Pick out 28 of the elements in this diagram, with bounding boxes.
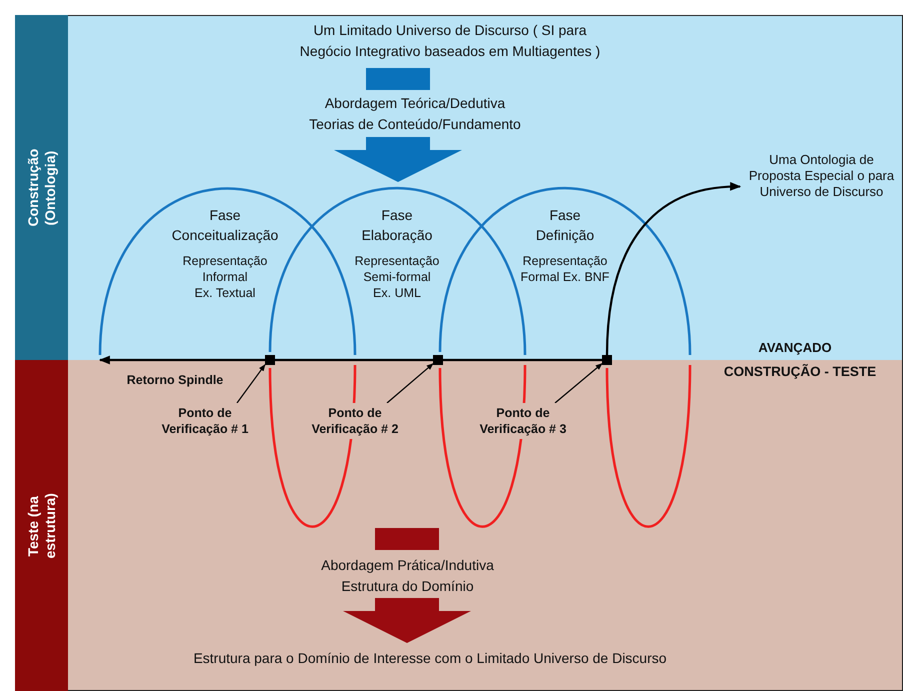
leader-line bbox=[554, 363, 603, 404]
phase-description: Representação Semi-formal Ex. UML bbox=[354, 253, 440, 301]
text-label: CONSTRUÇÃO - TESTE bbox=[722, 364, 878, 380]
checkpoint-marker bbox=[602, 355, 612, 365]
text-label: Estrutura para o Domínio de Interesse com o Limitado Universo de Discurso bbox=[192, 650, 668, 666]
arrow bbox=[606, 182, 742, 356]
text-label: Retorno Spindle bbox=[126, 372, 224, 388]
text-label: Um Limitado Universo de Discurso ( SI para Negócio Integrativo baseados em Multiagentes ) bbox=[298, 21, 602, 61]
checkpoint-marker bbox=[433, 355, 443, 365]
leader-line bbox=[236, 364, 266, 404]
band-title: Construção (Ontologia) bbox=[24, 148, 58, 228]
checkpoint-marker bbox=[265, 355, 275, 365]
phase-title: Fase Definição bbox=[536, 206, 594, 245]
arrow bbox=[98, 356, 265, 364]
section-band bbox=[15, 360, 68, 691]
connector-line bbox=[443, 358, 602, 362]
note-text: Uma Ontologia de Proposta Especial o para Universo de Discurso bbox=[740, 152, 903, 224]
text-label: Abordagem Teórica/Dedutiva Teorias de Conteúdo/Fundamento bbox=[308, 94, 522, 134]
band-title: Teste (na estrutura) bbox=[24, 492, 58, 560]
phase-description: Representação Formal Ex. BNF bbox=[520, 253, 610, 285]
connector-line bbox=[275, 358, 433, 362]
phase-description: Representação Informal Ex. Textual bbox=[182, 253, 268, 301]
leader-line bbox=[386, 363, 434, 404]
section-band bbox=[15, 15, 68, 360]
text-label: AVANÇADO bbox=[757, 340, 833, 356]
phase-title: Fase Conceitualização bbox=[172, 206, 278, 245]
text-label: Abordagem Prática/Indutiva Estrutura do Domínio bbox=[320, 556, 495, 596]
phase-title: Fase Elaboração bbox=[362, 206, 432, 245]
